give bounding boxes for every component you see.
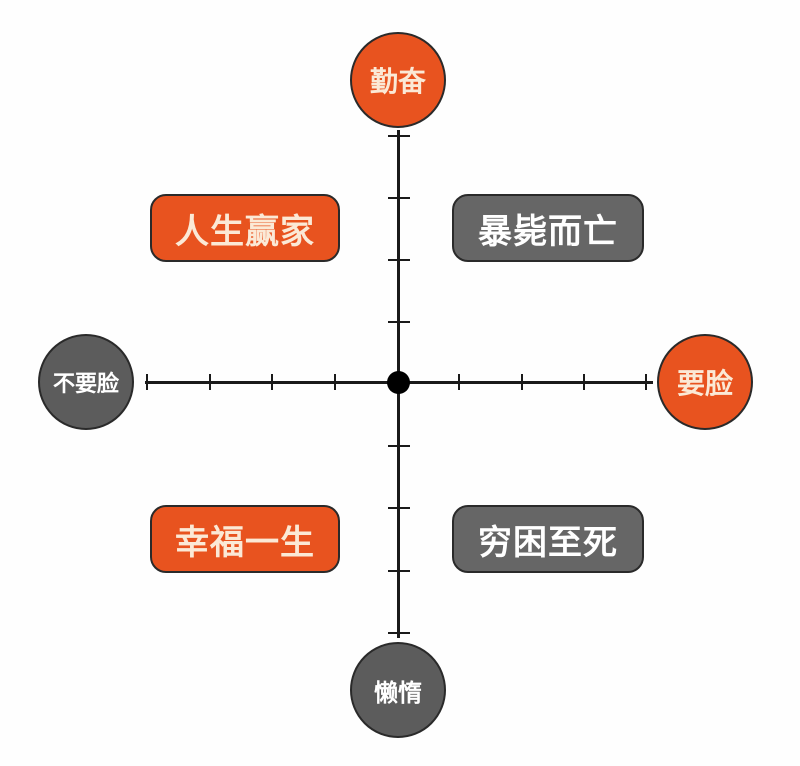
origin-dot <box>387 371 410 394</box>
axis-label-top: 勤奋 <box>350 32 446 128</box>
quadrant-bottom-left: 幸福一生 <box>150 505 340 573</box>
axis-tick <box>388 507 410 509</box>
axis-tick <box>209 374 211 390</box>
quadrant-bottom-right: 穷困至死 <box>452 505 644 573</box>
axis-label-bottom: 懒惰 <box>350 642 446 738</box>
axis-tick <box>271 374 273 390</box>
quadrant-top-right: 暴毙而亡 <box>452 194 644 262</box>
axis-tick <box>388 570 410 572</box>
axis-tick <box>458 374 460 390</box>
axis-tick <box>146 374 148 390</box>
axis-tick <box>388 321 410 323</box>
axis-label-right: 要脸 <box>657 334 753 430</box>
axis-tick <box>388 197 410 199</box>
axis-tick <box>645 374 647 390</box>
quadrant-top-left: 人生赢家 <box>150 194 340 262</box>
axis-tick <box>521 374 523 390</box>
axis-tick <box>388 135 410 137</box>
axis-tick <box>388 445 410 447</box>
axis-tick <box>334 374 336 390</box>
axis-tick <box>388 259 410 261</box>
axis-label-left: 不要脸 <box>38 334 134 430</box>
axis-tick <box>388 632 410 634</box>
axis-tick <box>583 374 585 390</box>
